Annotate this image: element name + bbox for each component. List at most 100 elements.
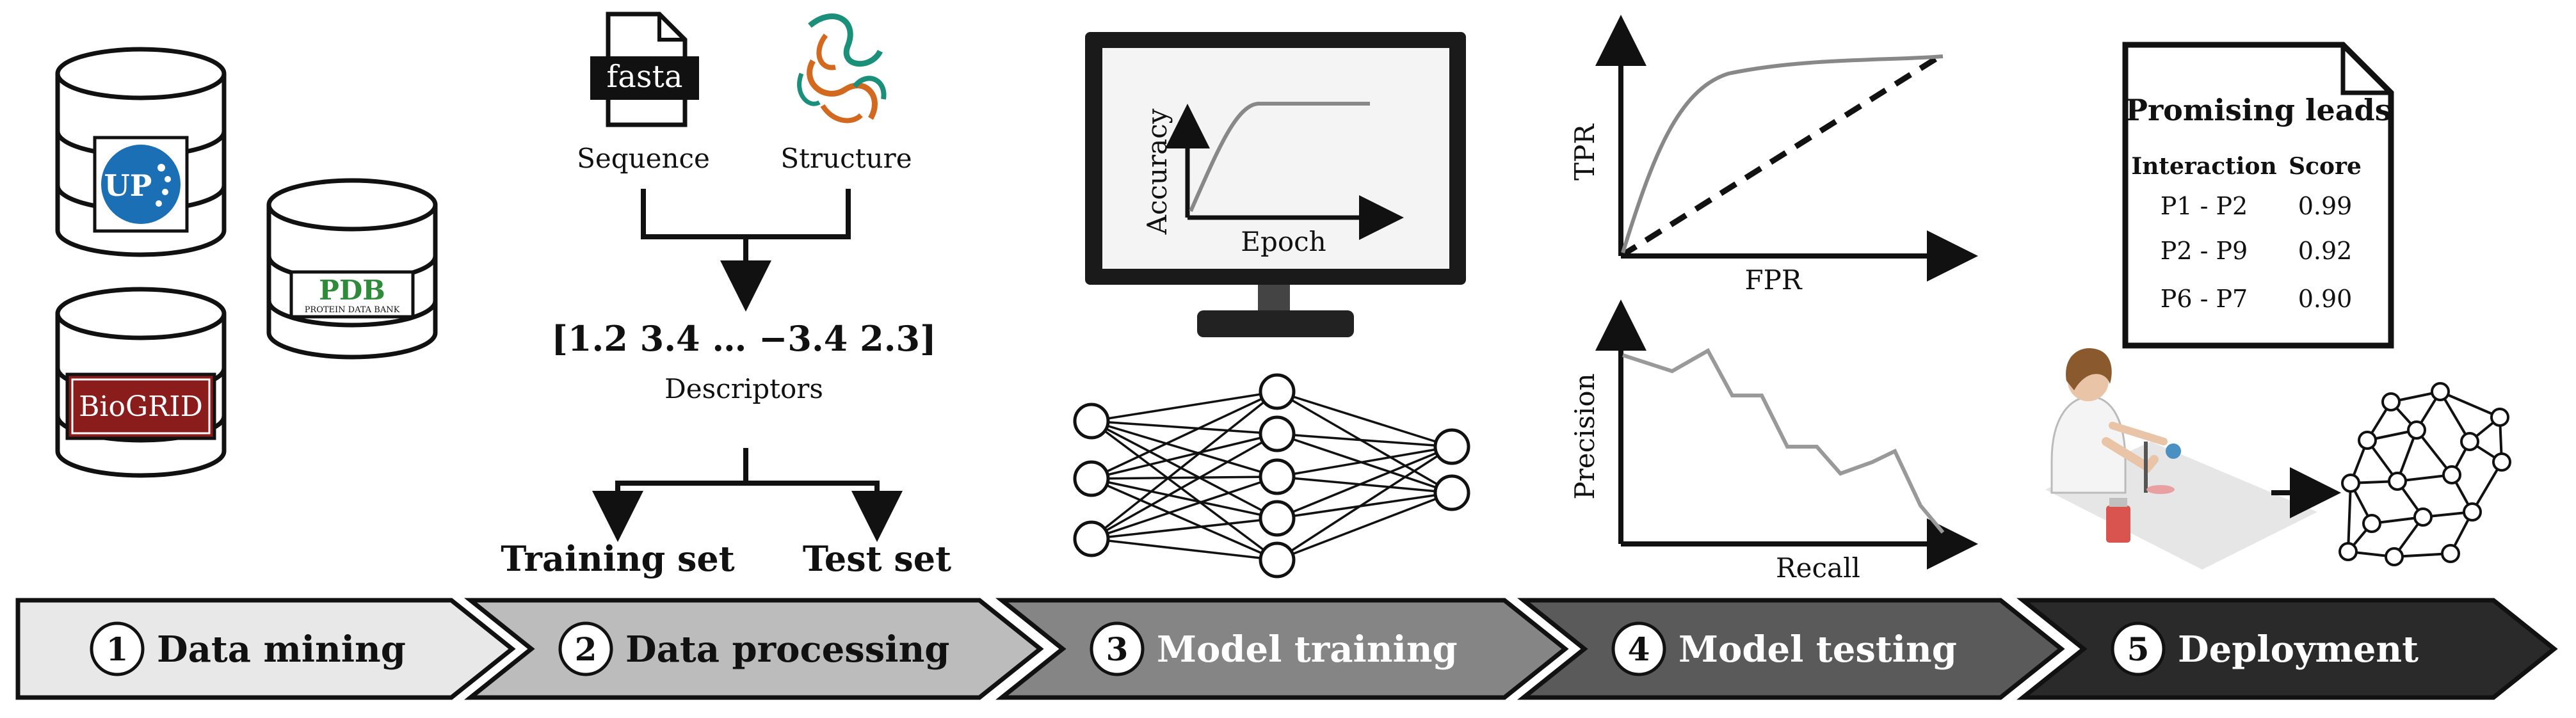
interaction-network-icon [2339,382,2511,566]
nn-edge [1091,517,1278,540]
step-chevron [15,598,516,700]
pdb-logo-icon [289,270,415,319]
uniprot-label: UP [104,168,152,203]
pdb-label: PDB [319,275,385,306]
network-node [2407,420,2426,440]
roc-curve [1621,54,1944,253]
step-number-badge [90,621,145,676]
step-label: Data processing [625,628,949,671]
neural-network-icon [1073,373,1470,578]
fpr-label: FPR [1744,264,1802,296]
nn-node [1073,460,1110,497]
network-edge [2471,461,2503,513]
network-edge [2440,390,2500,419]
step-label: Model training [1157,628,1458,671]
row-score: 0.99 [2298,192,2353,220]
nn-edge [1091,475,1278,540]
nn-node [1433,428,1470,465]
nn-edge [1090,420,1278,561]
nn-edge [1276,445,1453,561]
fasta-file-icon: fasta [590,12,699,127]
database-uniprot: UP [55,47,227,257]
step-label: Data mining [157,628,406,671]
nn-edge [1091,538,1278,561]
tpr-label: TPR [1569,124,1600,180]
step-number: 1 [106,630,129,668]
nn-edge [1276,445,1453,478]
accuracy-label: Accuracy [1141,108,1173,235]
network-node [2431,382,2450,401]
nn-node [1259,541,1296,578]
nn-node [1433,474,1470,511]
descriptor-vector: [1.2 3.4 … −3.4 2.3] [551,318,936,359]
network-node [2490,408,2509,427]
nn-edge [1091,420,1278,435]
col-score: Score [2289,153,2362,180]
nn-edge [1276,433,1453,494]
card-title: Promising leads [2125,93,2391,127]
nn-edge [1276,433,1453,448]
step-number: 2 [575,630,597,668]
nn-edge [1091,390,1278,422]
nn-edge [1090,390,1278,540]
database-pdb: PDB PROTEIN DATA BANK [266,178,438,360]
nn-node [1073,403,1110,440]
step-number-badge [1611,621,1666,676]
nn-edge [1091,420,1278,520]
network-node [2341,474,2360,493]
nn-edge [1091,477,1278,561]
nn-edge [1091,420,1278,478]
nn-node [1259,458,1296,495]
nn-edge [1276,491,1453,520]
nn-edge [1276,390,1453,494]
row-score: 0.92 [2298,237,2353,265]
step-number-badge [1090,621,1145,676]
nn-edge [1091,433,1278,540]
descriptors-label: Descriptors [664,373,823,404]
network-node [2339,542,2358,561]
test-set-label: Test set [803,538,951,579]
nn-edge [1091,477,1278,520]
results-card [2122,42,2394,349]
row-score: 0.90 [2298,285,2353,313]
step-label: Model testing [1678,628,1957,671]
nn-edge [1276,390,1453,448]
roc-curve-plot [1595,15,1978,282]
network-node [2463,502,2482,522]
split-connector [592,448,903,542]
row-interaction: P6 - P7 [2161,285,2248,313]
step-number: 5 [2127,630,2150,668]
sequence-label: Sequence [577,143,710,174]
network-node [2492,452,2511,472]
step-number: 4 [1628,630,1650,668]
scientist-illustration-icon [2045,348,2317,570]
step-number-badge [2111,621,2166,676]
protein-structure-icon [797,13,887,124]
nn-edge [1276,491,1453,561]
step-chevron [1517,598,2065,700]
network-edge [2439,390,2471,443]
step-label: Deployment [2178,628,2419,671]
nn-node [1259,373,1296,410]
nn-edge [1091,433,1278,480]
nn-edge [1276,445,1453,520]
nn-edge [1276,475,1453,494]
biogrid-label: BioGRID [79,390,203,423]
nn-edge [1091,475,1278,480]
training-set-label: Training set [501,538,735,579]
network-node [2381,392,2401,411]
network-node [2388,472,2407,491]
database-biogrid: BioGRID [55,287,227,478]
network-node [2441,544,2460,563]
step-number-badge [558,621,613,676]
pr-curve [1622,347,1945,534]
network-node [2358,431,2377,450]
precision-label: Precision [1569,373,1600,499]
structure-label: Structure [780,143,912,174]
step-chevron [464,598,1044,700]
step-chevron [2017,598,2558,700]
network-node [2362,514,2381,533]
precision-recall-plot [1595,299,1978,570]
step-number: 3 [1106,630,1129,668]
